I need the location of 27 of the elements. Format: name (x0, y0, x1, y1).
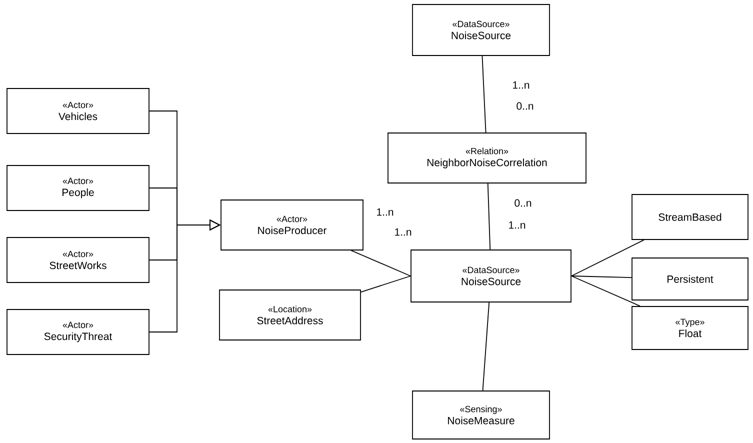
association-line (350, 250, 411, 276)
association-line (487, 183, 491, 250)
class-box: «Actor» SecurityThreat (6, 309, 150, 355)
multiplicity-label: 0..n (516, 102, 534, 110)
multiplicity-label: 1..n (509, 221, 526, 229)
multiplicity-label: 1..n (513, 81, 530, 89)
multiplicity-label: 1..n (395, 228, 412, 236)
class-box: «Actor» StreetWorks (6, 237, 150, 283)
class-box: Persistent (632, 258, 748, 300)
class-box: «DataSource» NoiseSource (410, 250, 572, 302)
multiplicity-label: 0..n (514, 199, 532, 207)
association-line (571, 240, 644, 276)
association-line (571, 276, 640, 306)
class-box: «Actor» NoiseProducer (220, 200, 364, 250)
association-line (571, 276, 632, 278)
association-line (482, 56, 486, 133)
class-box: «Sensing» NoiseMeasure (412, 390, 550, 440)
association-line (360, 276, 411, 293)
class-box: StreamBased (632, 194, 748, 240)
class-box: «Actor» Vehicles (6, 88, 150, 134)
class-box: «Actor» People (6, 165, 150, 211)
class-box: «Relation» NeighborNoiseCorrelation (388, 132, 586, 184)
class-box: «DataSource» NoiseSource (412, 4, 550, 56)
class-box: «Location» StreetAddress (219, 290, 361, 340)
association-line (482, 302, 490, 391)
class-box: «Type» Float (632, 306, 748, 350)
multiplicity-label: 1..n (377, 208, 394, 216)
